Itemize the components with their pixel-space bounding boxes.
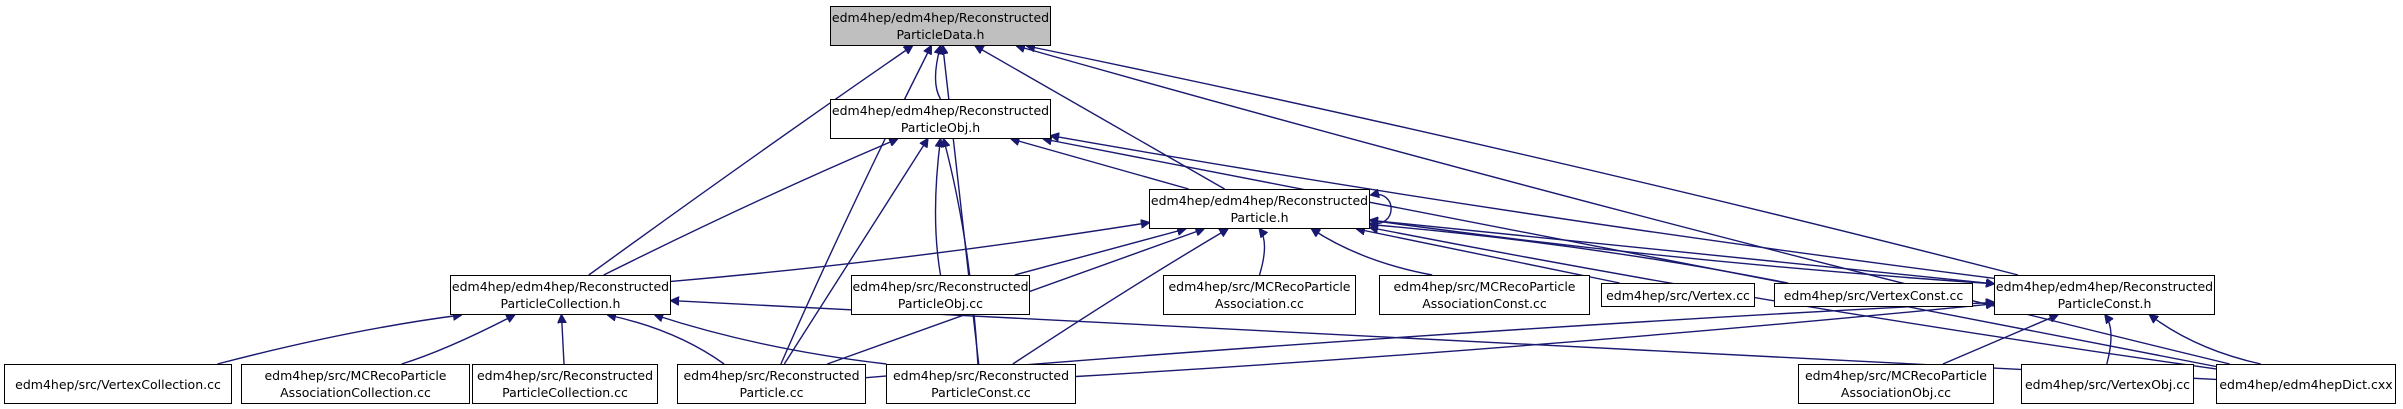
edge-consth-to-rph: [1370, 220, 1995, 285]
edge-constcc-to-consth: [1075, 304, 1994, 378]
edge-collcc-to-coll: [562, 315, 565, 365]
node-edm4hep-dict-cxx[interactable]: edm4hep/edm4hepDict.cxx: [2216, 364, 2396, 404]
edge-rph-to-obj: [1011, 139, 1189, 190]
node-label-line: edm4hep/src/MCRecoParticle: [264, 368, 447, 383]
edge-coll-to-root: [588, 46, 912, 276]
node-label-line: edm4hep/src/MCRecoParticle: [1393, 279, 1576, 294]
edge-rph-to-root: [975, 46, 1225, 190]
node-label-line: edm4hep/src/Reconstructed: [852, 279, 1029, 294]
node-label-line: edm4hep/src/VertexCollection.cc: [15, 376, 221, 392]
edge-dict-to-consth: [2150, 315, 2261, 365]
edge-constcc-to-root: [943, 46, 980, 365]
edge-objcc-to-obj: [934, 139, 941, 276]
node-label-line: edm4hep/src/VertexConst.cc: [1783, 287, 1964, 303]
edge-obj-to-root: [936, 46, 941, 100]
node-label-line: Association.cc: [1215, 296, 1304, 311]
node-label-line: edm4hep/edm4hepDict.cxx: [2219, 376, 2393, 392]
edge-consth-to-obj: [1051, 136, 1995, 279]
node-label-line: edm4hep/edm4hep/Reconstructed: [451, 279, 670, 294]
node-label-line: AssociationConst.cc: [1422, 296, 1547, 311]
node-label-line: edm4hep/edm4hep/Reconstructed: [831, 103, 1050, 118]
node-label-line: edm4hep/src/VertexObj.cc: [2024, 376, 2191, 392]
edge-constcc-to-coll: [655, 315, 887, 365]
node-label-line: Particle.cc: [739, 385, 804, 400]
edge-dict-to-obj: [1044, 139, 2217, 368]
node-label-line: ParticleData.h: [896, 27, 985, 42]
node-label-line: edm4hep/src/Vertex.cc: [1606, 287, 1750, 303]
node-label-line: edm4hep/src/Reconstructed: [892, 368, 1070, 383]
edge-constcc-to-obj: [944, 139, 979, 365]
edge-vertexconstcc-to-rph: [1370, 225, 1788, 284]
node-vertex-collection-cc[interactable]: edm4hep/src/VertexCollection.cc: [4, 364, 232, 404]
edge-vobjcc-to-consth: [2105, 315, 2111, 365]
edge-vcollcc-to-coll: [217, 315, 461, 365]
edge-rph-to-rph: [1370, 194, 1392, 225]
node-label-line: ParticleConst.h: [2057, 296, 2152, 311]
node-label-line: ParticleObj.cc: [897, 296, 984, 311]
node-label-line: edm4hep/edm4hep/Reconstructed: [1995, 279, 2214, 294]
node-label-line: edm4hep/src/MCRecoParticle: [1168, 279, 1351, 294]
edge-partcc-to-coll: [608, 315, 725, 365]
node-label-line: edm4hep/src/Reconstructed: [476, 368, 654, 383]
edge-mcassocconst-to-rph: [1312, 229, 1433, 276]
edge-mcassoc-to-rph: [1260, 229, 1265, 276]
node-label-line: AssociationObj.cc: [1840, 385, 1952, 400]
edge-objcc-to-rph: [1014, 229, 1186, 276]
edge-coll-to-obj: [603, 139, 898, 276]
edge-partcc-to-root: [780, 46, 931, 365]
edge-partcc-to-obj: [783, 139, 927, 365]
node-label-line: edm4hep/src/Reconstructed: [683, 368, 860, 383]
node-label-line: ParticleCollection.cc: [502, 385, 628, 400]
edge-rph-to-consth: [1369, 219, 1994, 284]
node-vertex-const-cc[interactable]: edm4hep/src/VertexConst.cc: [1774, 283, 1973, 307]
node-label-line: ParticleCollection.h: [500, 296, 621, 311]
node-vertex-obj-cc[interactable]: edm4hep/src/VertexObj.cc: [2021, 364, 2194, 404]
edge-constcc-to-rph: [1012, 229, 1228, 365]
node-vertex-cc[interactable]: edm4hep/src/Vertex.cc: [1601, 283, 1755, 307]
edge-coll-to-rph: [670, 223, 1149, 283]
node-label-line: edm4hep/edm4hep/Reconstructed: [1150, 193, 1369, 208]
edge-mcassoccoll-to-coll: [401, 315, 515, 365]
node-label-line: Particle.h: [1230, 210, 1289, 225]
node-label-line: ParticleObj.h: [900, 120, 981, 135]
node-label-line: ParticleConst.cc: [931, 385, 1031, 400]
node-label-line: edm4hep/edm4hep/Reconstructed: [831, 10, 1050, 25]
edge-mcassocobj-to-consth: [1942, 315, 2058, 365]
edge-consth-to-root: [1027, 46, 2019, 276]
node-label-line: edm4hep/src/MCRecoParticle: [1804, 368, 1987, 383]
node-label-line: AssociationCollection.cc: [280, 385, 431, 400]
